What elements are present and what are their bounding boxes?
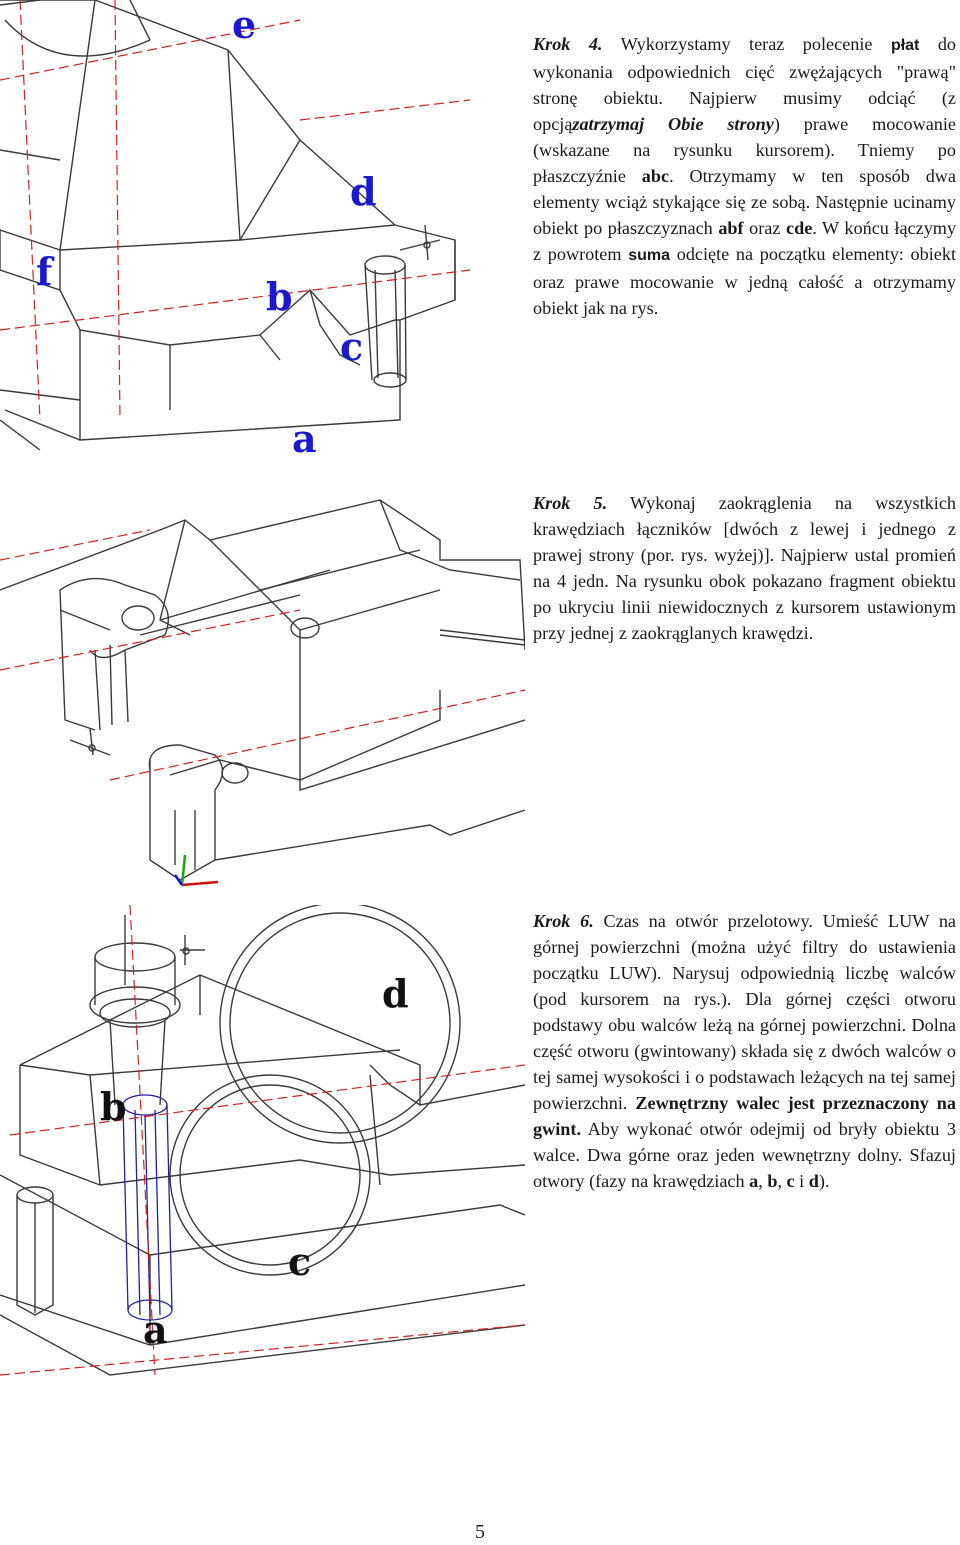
step6-end: ). xyxy=(818,1171,830,1191)
step4-text-7: odcięte na początku elementy: obiekt ora… xyxy=(533,244,956,318)
fig1-label-b: b xyxy=(266,274,293,319)
step6-text-1: Czas na otwór przelotowy. Umieść LUW na … xyxy=(533,911,956,1113)
step6-title: Krok 6. xyxy=(533,911,594,931)
step4-title: Krok 4. xyxy=(533,34,603,54)
fig1-label-d: d xyxy=(350,169,377,214)
step4-plane-abc: abc xyxy=(641,166,670,186)
fig1-label-e: e xyxy=(232,2,256,47)
fig3-label-a: a xyxy=(143,1307,168,1352)
figure-step5 xyxy=(0,470,525,900)
step4-text-2: do wykonania odpowiednich cięć zwężający… xyxy=(533,34,957,134)
step4-paragraph: Krok 4. Wykorzystamy teraz polecenie pła… xyxy=(533,31,956,321)
fig3-label-b: b xyxy=(100,1084,127,1129)
step5-text: Wykonaj zaokrąglenia na wszystkich krawę… xyxy=(533,493,956,643)
fig1-label-a: a xyxy=(292,416,317,461)
figure-step6: d b c a xyxy=(0,905,525,1390)
step6-text-2: Aby wykonać otwór odejmij od bryły obiek… xyxy=(533,1119,957,1191)
step6-edge-d: d xyxy=(808,1171,819,1191)
step6-edge-c: c xyxy=(786,1171,795,1191)
page-number: 5 xyxy=(475,1521,485,1543)
step6-bold-note: Zewnętrzny walec jest przeznaczony na gw… xyxy=(533,1093,956,1139)
step4-text-5: oraz xyxy=(749,218,781,238)
step4-text-3: ) prawe mocowanie (wskazane na rysunku k… xyxy=(533,114,956,186)
fig1-label-f: f xyxy=(36,249,55,294)
step5-paragraph: Krok 5. Wykonaj zaokrąglenia na wszystki… xyxy=(533,490,956,646)
step6-sep-3: i xyxy=(799,1171,805,1191)
step4-command-suma: suma xyxy=(628,247,671,264)
fig1-label-c: c xyxy=(340,324,363,369)
step4-plane-abf: abf xyxy=(718,218,744,238)
step4-text-6: . W końcu łączymy z powrotem xyxy=(533,218,957,264)
step5-title: Krok 5. xyxy=(533,493,608,513)
step4-text-1: Wykorzystamy teraz polecenie xyxy=(620,34,873,54)
step6-edge-b: b xyxy=(767,1171,778,1191)
step6-sep-1: , xyxy=(758,1171,763,1191)
step6-sep-2: , xyxy=(777,1171,782,1191)
figure-step4: e d f b c a xyxy=(0,0,525,470)
step4-command-plat: płat xyxy=(890,37,920,54)
fig3-label-d: d xyxy=(382,971,409,1016)
step4-option: zatrzymaj Obie strony xyxy=(572,114,774,134)
step4-plane-cde: cde xyxy=(786,218,813,238)
step4-text-4: . Otrzymamy w ten sposób dwa elementy wc… xyxy=(533,166,957,238)
fig3-label-c: c xyxy=(288,1239,311,1284)
step6-edge-a: a xyxy=(749,1171,759,1191)
step6-paragraph: Krok 6. Czas na otwór przelotowy. Umieść… xyxy=(533,908,956,1194)
